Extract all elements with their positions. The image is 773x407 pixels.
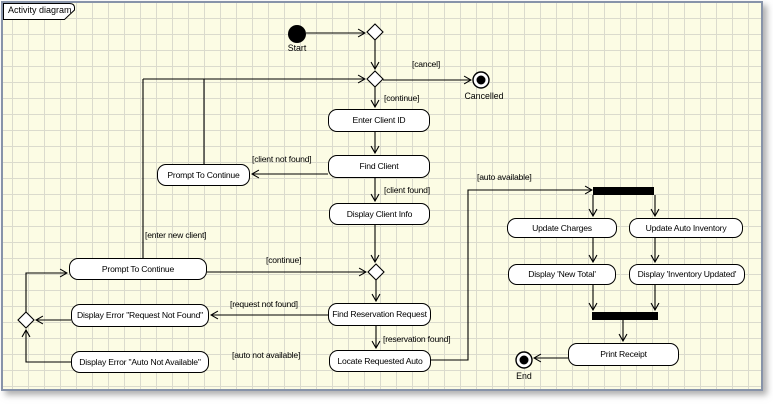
action-display-error-request-not-found[interactable]: Display Error "Request Not Found" [71, 304, 209, 327]
guard-auto-not-available[interactable]: [auto not available] [232, 350, 301, 360]
action-prompt-to-continue-2[interactable]: Prompt To Continue [69, 258, 207, 280]
action-find-reservation-request[interactable]: Find Reservation Request [328, 303, 431, 326]
action-print-receipt[interactable]: Print Receipt [568, 343, 679, 366]
join-bar[interactable] [592, 312, 658, 320]
cancelled-final-node[interactable] [472, 71, 490, 89]
fork-bar[interactable] [593, 187, 654, 195]
end-node-label: End [516, 371, 532, 381]
action-prompt-to-continue-1[interactable]: Prompt To Continue [157, 164, 250, 186]
action-locate-requested-auto[interactable]: Locate Requested Auto [329, 350, 431, 372]
start-node-label: Start [287, 43, 307, 53]
guard-reservation-found[interactable]: [reservation found] [383, 334, 451, 344]
junction-node-top[interactable] [366, 23, 384, 41]
action-display-new-total[interactable]: Display 'New Total' [508, 264, 616, 285]
guard-client-found[interactable]: [client found] [384, 185, 430, 195]
edge-error2-to-merge[interactable] [26, 330, 71, 363]
action-display-client-info[interactable]: Display Client Info [329, 203, 430, 225]
guard-continue-bottom[interactable]: [continue] [266, 255, 302, 265]
guard-enter-new-client[interactable]: [enter new client] [145, 230, 207, 240]
guard-continue-top[interactable]: [continue] [384, 93, 420, 103]
action-display-inventory-updated[interactable]: Display 'Inventory Updated' [629, 264, 745, 285]
decision-node-reservation[interactable] [367, 263, 385, 281]
action-enter-client-id[interactable]: Enter Client ID [328, 109, 430, 132]
action-update-charges[interactable]: Update Charges [507, 218, 617, 238]
diagram-tab-label: Activity diagram [8, 5, 72, 15]
action-display-error-auto-not-available[interactable]: Display Error "Auto Not Available" [71, 351, 209, 373]
edge-merge-to-prompt2[interactable] [25, 273, 67, 312]
guard-cancel[interactable]: [cancel] [412, 59, 441, 69]
guard-auto-available[interactable]: [auto available] [477, 172, 532, 182]
merge-node-errors[interactable] [17, 311, 35, 329]
diagram-tab-shape [3, 3, 75, 20]
end-final-node[interactable] [515, 351, 533, 369]
cancelled-node-label: Cancelled [464, 91, 504, 101]
edge-auto-available[interactable] [431, 190, 592, 361]
action-update-auto-inventory[interactable]: Update Auto Inventory [629, 218, 743, 238]
guard-client-not-found[interactable]: [client not found] [252, 154, 312, 164]
guard-request-not-found[interactable]: [request not found] [230, 299, 298, 309]
action-find-client[interactable]: Find Client [328, 155, 430, 178]
start-node[interactable] [288, 25, 306, 43]
decision-node-cancel[interactable] [366, 70, 384, 88]
